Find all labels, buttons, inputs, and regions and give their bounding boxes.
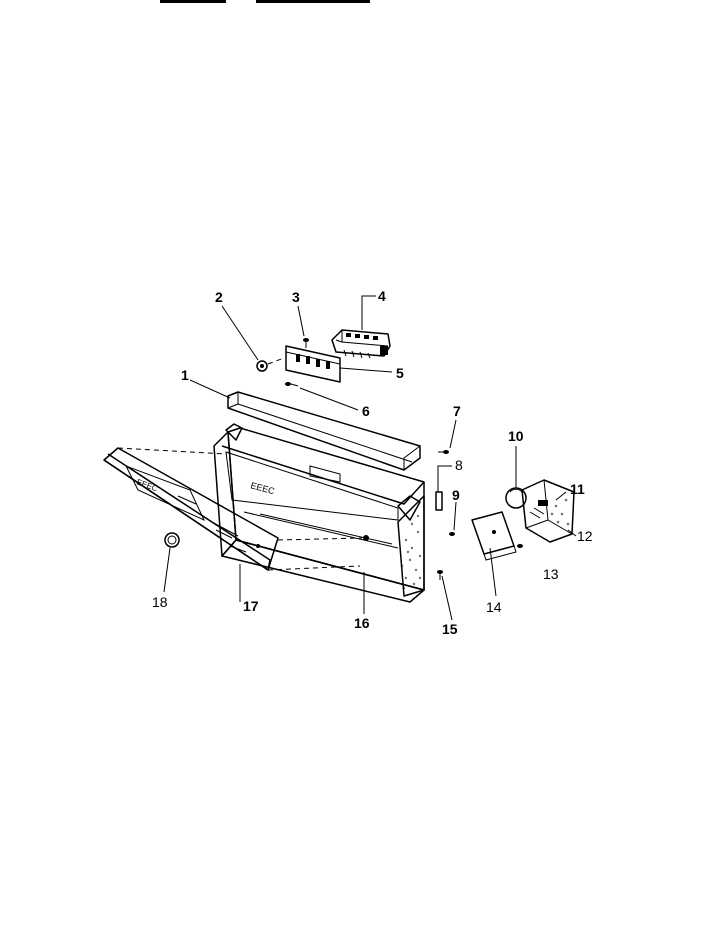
callout-14: 14 [486,599,502,615]
callout-17: 17 [243,598,259,614]
part-9-screw [449,532,455,536]
part-14-bracket [471,511,523,561]
callout-2: 2 [215,289,223,305]
part-16-control-housing: EEEC [213,423,425,603]
part-18-knob [164,532,180,548]
callout-5: 5 [396,365,404,381]
part-17-front-overlay: EEEC [103,447,279,571]
callout-3: 3 [292,289,300,305]
callout-labels: 1 2 3 4 5 6 7 8 9 10 11 12 13 14 15 16 1… [152,288,593,637]
callout-13: 13 [543,566,559,582]
part-10-13-switch-assembly [505,479,575,543]
leader-lines [163,295,577,621]
part-1-top-trim [227,391,421,471]
callout-11: 11 [570,481,585,497]
callout-10: 10 [508,428,524,444]
svg-text:EEEC: EEEC [135,477,159,493]
callout-9: 9 [452,487,460,503]
part-2-nut [256,357,285,372]
header-bars [160,0,370,3]
callout-16: 16 [354,615,370,631]
callout-12: 12 [577,528,593,544]
assembly-dash-lines [117,447,363,571]
part-4-terminal-block [331,329,391,359]
callout-6: 6 [362,403,370,419]
part-7-screw [438,450,449,454]
callout-4: 4 [378,288,386,304]
part-6-screw [285,382,299,387]
callout-8: 8 [455,457,463,473]
callout-7: 7 [453,403,461,419]
callout-18: 18 [152,594,168,610]
callout-1: 1 [181,367,189,383]
part-3-screw [303,338,309,348]
part-8-clip [435,491,443,511]
part-5-bracket [285,345,341,383]
svg-text:EEEC: EEEC [249,480,276,496]
part-15-screw [437,570,443,580]
callout-15: 15 [442,621,458,637]
